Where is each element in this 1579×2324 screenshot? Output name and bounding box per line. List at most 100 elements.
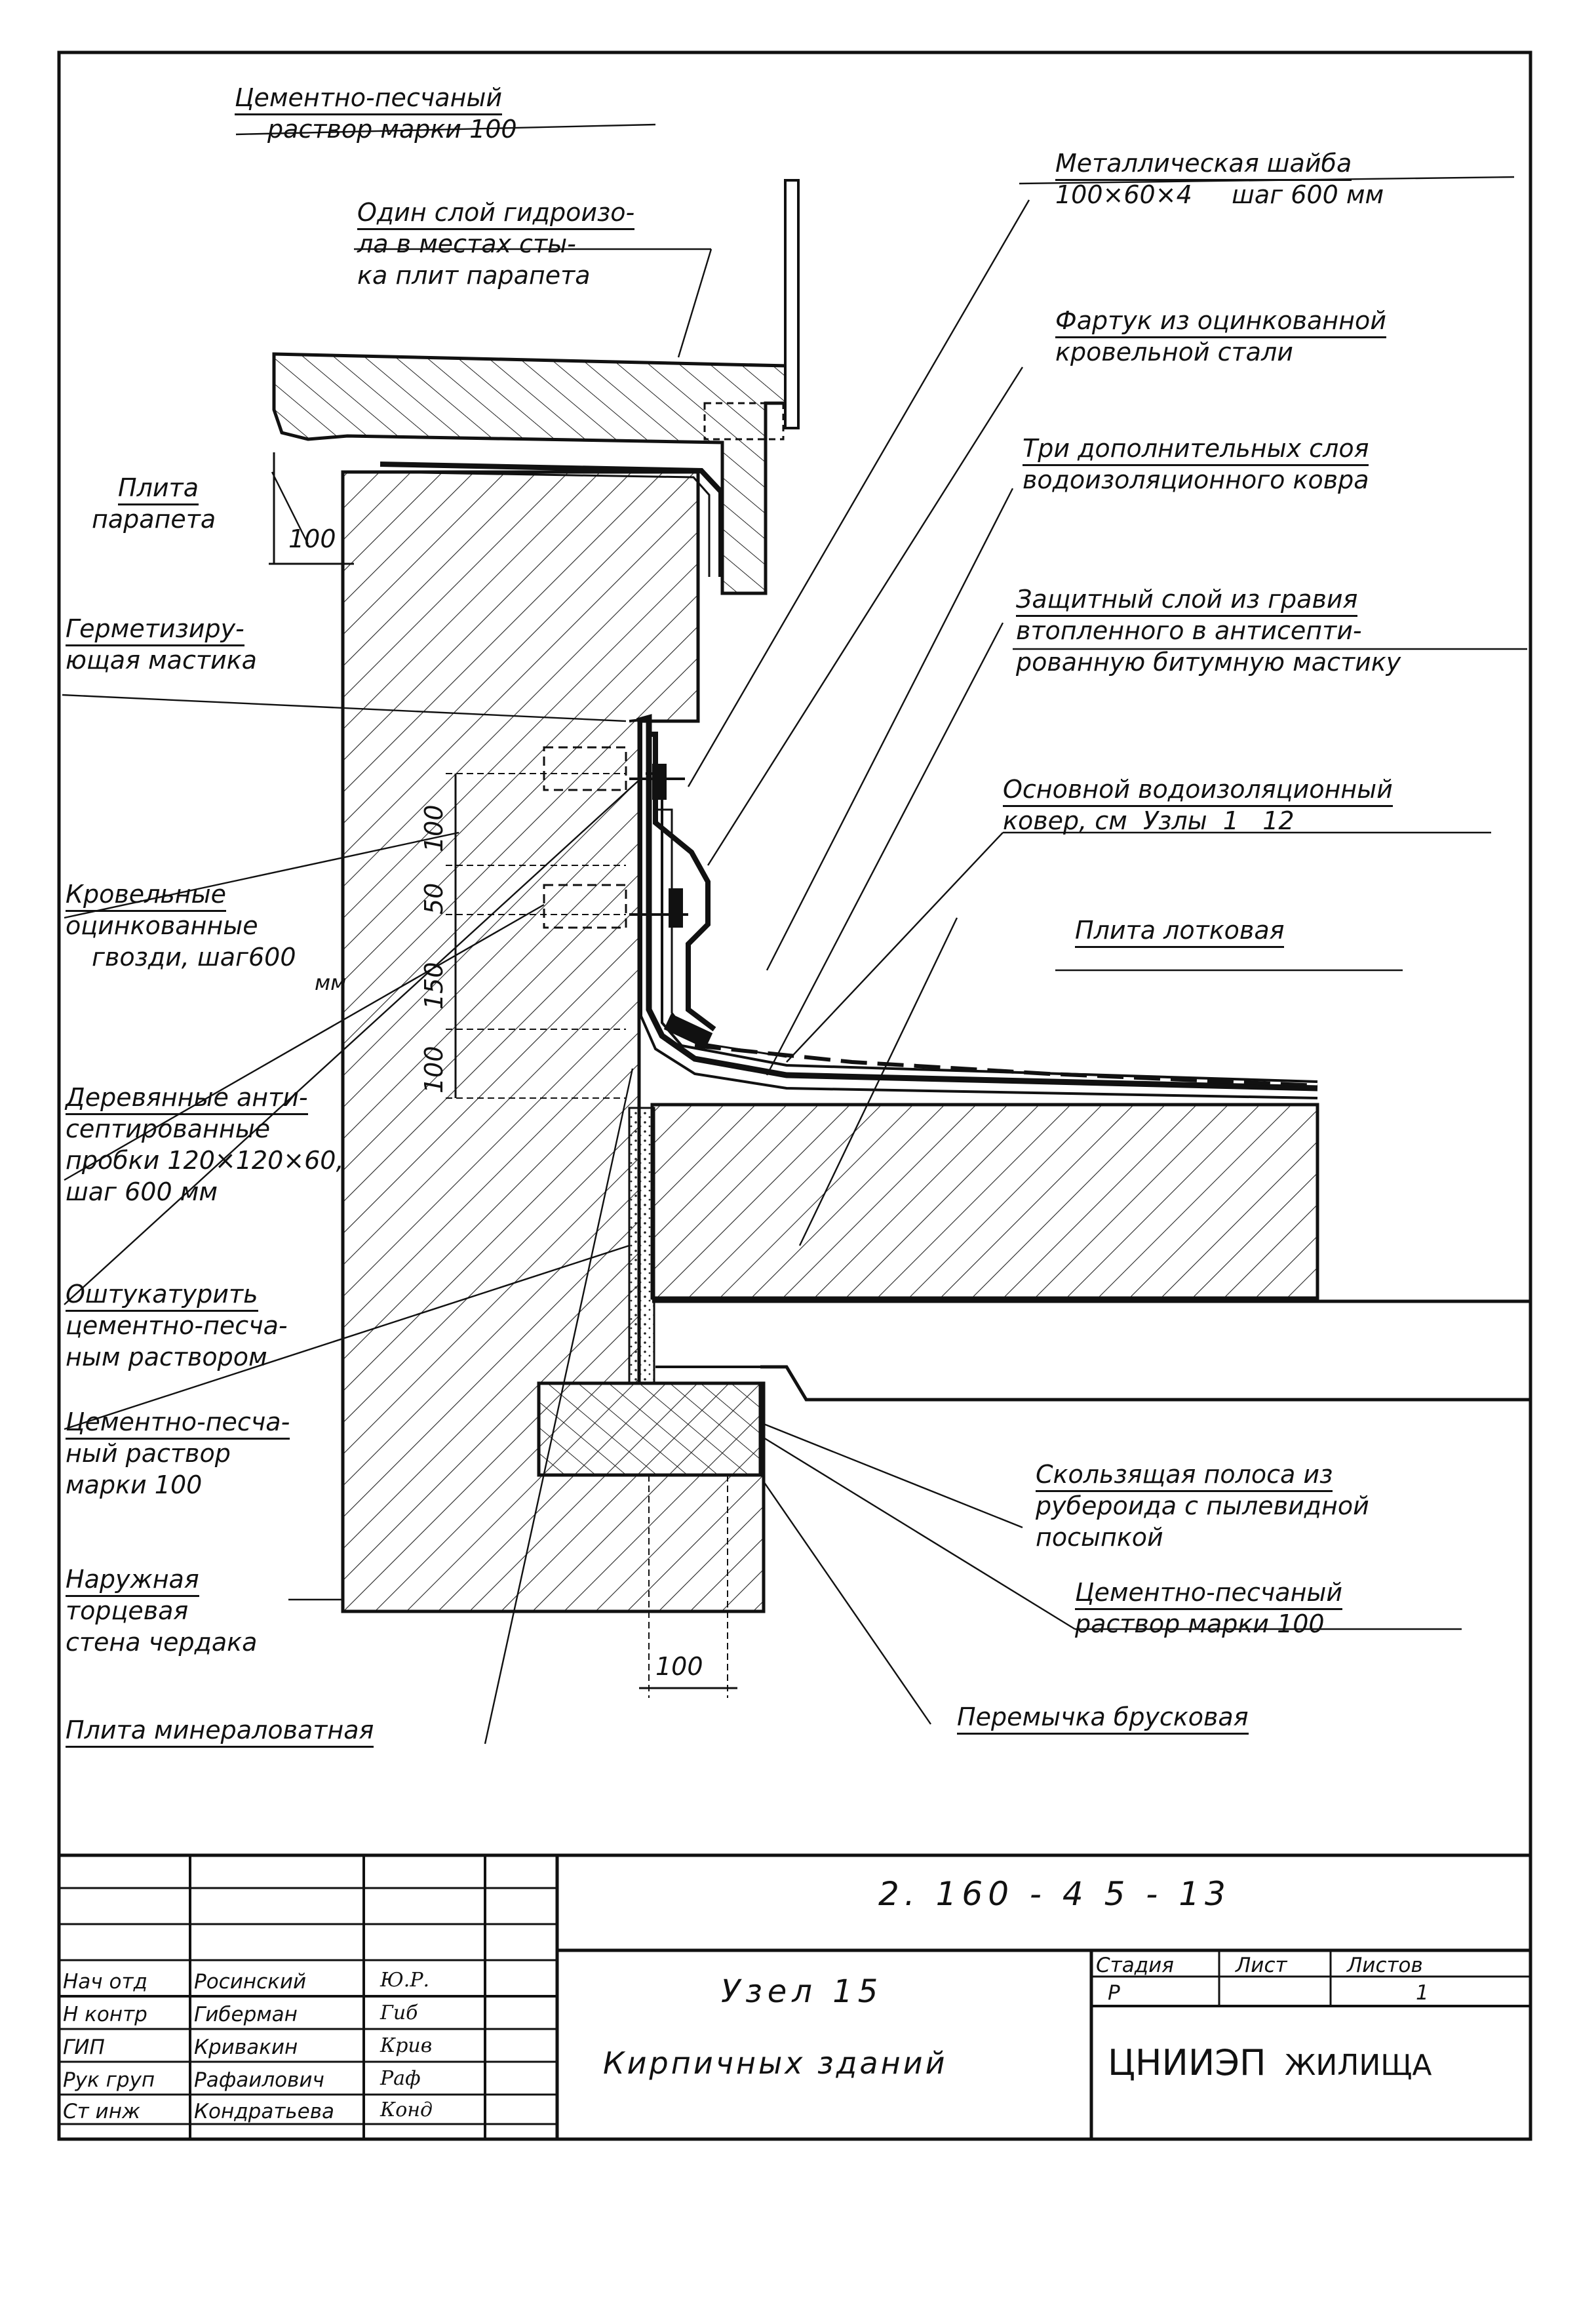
- label-mortar-top-line1: Цементно-песчаный: [235, 83, 503, 115]
- staff-name-5: Кондратьева: [194, 2100, 335, 2123]
- label-waterproof-joint-line2: ла в местах сты-: [357, 229, 576, 258]
- label-mortar-left-line1: Цементно-песча-: [66, 1408, 290, 1440]
- label-apron-line1: Фартук из оцинкованной: [1055, 306, 1386, 338]
- staff-role-3: ГИП: [63, 2036, 105, 2059]
- label-plaster-line1: Оштукатурить: [66, 1280, 258, 1312]
- stage-value: Р: [1108, 1981, 1120, 2005]
- railing-post: [784, 179, 800, 429]
- signature-5: Конд: [380, 2098, 433, 2121]
- label-parapet-slab-line1: Плита: [118, 473, 199, 505]
- label-wood-plugs-line3: пробки 120×120×60,: [66, 1146, 344, 1175]
- dimension-parapet: 100: [288, 524, 336, 553]
- organization-main: ЦНИИЭП: [1108, 2042, 1266, 2083]
- label-outer-wall: Наружная торцевая стена чердака: [66, 1564, 257, 1658]
- label-nails-line4: мм: [315, 970, 347, 995]
- organization-sub: ЖИЛИЩА: [1285, 2049, 1432, 2082]
- label-plaster-line3: ным раствором: [66, 1343, 267, 1371]
- title-block-grid: [59, 1853, 1530, 2139]
- label-mortar-top: Цементно-песчаный раствор марки 100: [235, 82, 517, 145]
- label-main-carpet: Основной водоизоляционный ковер, см Узлы…: [1003, 774, 1393, 837]
- label-apron: Фартук из оцинкованной кровельной стали: [1055, 305, 1386, 368]
- label-mortar-right-line1: Цементно-песчаный: [1075, 1578, 1343, 1610]
- label-outer-wall-line3: стена чердака: [66, 1628, 258, 1657]
- sheets-value: 1: [1416, 1981, 1429, 2005]
- label-gravel-line2: втопленного в антисепти-: [1016, 616, 1362, 645]
- stage-header: Стадия: [1096, 1954, 1174, 1977]
- roofing-carpet-layers: [629, 714, 1318, 1099]
- signature-4: Раф: [380, 2067, 421, 2090]
- roof-tray-slab: [650, 1103, 1530, 1402]
- label-mortar-top-line2: раствор марки 100: [267, 115, 517, 144]
- staff-name-1: Росинский: [194, 1970, 307, 1994]
- signature-1: Ю.Р.: [380, 1969, 430, 1992]
- mineral-wool-slab: [628, 1107, 655, 1385]
- label-lintel-line1: Перемычка брусковая: [957, 1703, 1249, 1735]
- label-three-layers-line2: водоизоляционного ковра: [1023, 465, 1369, 494]
- label-parapet-slab-line2: парапета: [92, 505, 216, 534]
- label-waterproof-joint: Один слой гидроизо- ла в местах сты- ка …: [357, 197, 635, 291]
- label-wood-plugs-line2: септированные: [66, 1114, 271, 1143]
- leader-lines: [62, 123, 1527, 1744]
- wooden-plugs: [543, 746, 627, 929]
- label-three-layers: Три дополнительных слоя водоизоляционног…: [1023, 433, 1369, 496]
- node-subtitle: Кирпичных зданий: [603, 2045, 948, 2081]
- label-main-carpet-line2: ковер, см Узлы 1 12: [1003, 806, 1295, 835]
- parapet-waterproofing: [380, 462, 724, 577]
- label-plaster: Оштукатурить цементно-песча- ным раствор…: [66, 1278, 288, 1373]
- label-sliding-strip: Скользящая полоса из рубероида с пылевид…: [1036, 1459, 1369, 1553]
- sheets-header: Листов: [1347, 1954, 1423, 1977]
- signature-2: Гиб: [380, 2001, 418, 2024]
- label-waterproof-joint-line1: Один слой гидроизо-: [357, 198, 635, 230]
- label-sealant-line2: ющая мастика: [66, 646, 257, 675]
- label-main-carpet-line1: Основной водоизоляционный: [1003, 775, 1393, 807]
- node-title: Узел 15: [721, 1973, 884, 2010]
- label-wood-plugs-line4: шаг 600 мм: [66, 1177, 218, 1206]
- vertical-dimension-chain: [446, 773, 626, 1099]
- label-mortar-right-line2: раствор марки 100: [1075, 1609, 1325, 1638]
- label-lintel: Перемычка брусковая: [957, 1701, 1249, 1735]
- dimension-vertical-2: 50: [419, 882, 448, 915]
- label-tray-slab-line1: Плита лотковая: [1075, 916, 1285, 948]
- label-sliding-strip-line2: рубероида с пылевидной: [1036, 1491, 1369, 1520]
- label-mineral-wool-line1: Плита минераловатная: [66, 1716, 374, 1748]
- label-mortar-right: Цементно-песчаный раствор марки 100: [1075, 1577, 1343, 1640]
- label-gravel-line1: Защитный слой из гравия: [1016, 585, 1358, 617]
- label-tray-slab: Плита лотковая: [1075, 915, 1285, 948]
- bottom-dimension: [639, 1475, 737, 1698]
- staff-role-2: Н контр: [63, 2003, 147, 2026]
- label-three-layers-line1: Три дополнительных слоя: [1023, 434, 1369, 466]
- label-mortar-left-line2: ный раствор: [66, 1439, 231, 1468]
- signature-3: Крив: [380, 2034, 433, 2057]
- staff-name-3: Кривакин: [194, 2036, 298, 2059]
- label-plaster-line2: цементно-песча-: [66, 1311, 288, 1340]
- label-sealant: Герметизиру- ющая мастика: [66, 613, 257, 676]
- sheet-frame: [57, 50, 1532, 2141]
- label-outer-wall-line1: Наружная: [66, 1565, 199, 1597]
- label-mineral-wool: Плита минераловатная: [66, 1714, 374, 1748]
- label-apron-line2: кровельной стали: [1055, 338, 1293, 366]
- label-wood-plugs: Деревянные анти- септированные пробки 12…: [66, 1082, 344, 1208]
- parapet-dimension: [269, 452, 354, 570]
- label-waterproof-joint-line3: ка плит парапета: [357, 261, 591, 290]
- staff-role-4: Рук груп: [63, 2068, 155, 2092]
- staff-role-1: Нач отд: [63, 1970, 147, 1994]
- dimension-vertical-3: 150: [419, 962, 448, 1010]
- dimension-bottom: 100: [655, 1652, 703, 1681]
- label-parapet-slab: Плита парапета: [92, 472, 216, 535]
- document-code: 2. 160 - 4 5 - 13: [878, 1875, 1231, 1913]
- washers-and-nails: [629, 764, 688, 928]
- label-wood-plugs-line1: Деревянные анти-: [66, 1083, 308, 1115]
- label-nails-line1: Кровельные: [66, 880, 227, 912]
- label-nails-line3: гвозди, шаг600: [92, 943, 296, 972]
- label-sliding-strip-line3: посыпкой: [1036, 1523, 1163, 1552]
- label-washer-line1: Металлическая шайба: [1055, 149, 1352, 181]
- label-gravel-line3: рованную битумную мастику: [1016, 648, 1401, 677]
- label-sliding-strip-line1: Скользящая полоса из: [1036, 1460, 1333, 1492]
- brick-lintel: [537, 1381, 762, 1477]
- dimension-vertical-1: 100: [419, 804, 448, 852]
- label-washer-line2: 100×60×4 шаг 600 мм: [1055, 180, 1384, 209]
- label-gravel: Защитный слой из гравия втопленного в ан…: [1016, 583, 1401, 678]
- label-nails-line2: оцинкованные: [66, 911, 258, 940]
